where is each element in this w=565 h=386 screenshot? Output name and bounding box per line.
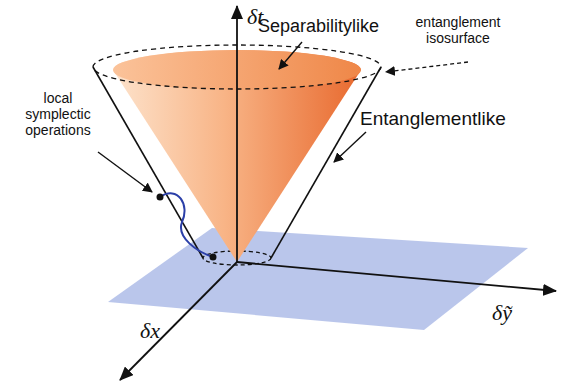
surface-label: entanglement isosurface	[410, 14, 506, 46]
symplectic-path	[160, 193, 213, 257]
region-label: Entanglementlike	[360, 108, 506, 130]
region-label: Separabilitylike	[258, 16, 379, 37]
axis-label: δỹ	[492, 300, 512, 325]
operation-label: local symplectic operations	[18, 90, 98, 138]
axis-label: δt	[247, 4, 263, 29]
plane	[108, 228, 528, 330]
axis-label: δx	[140, 318, 160, 343]
